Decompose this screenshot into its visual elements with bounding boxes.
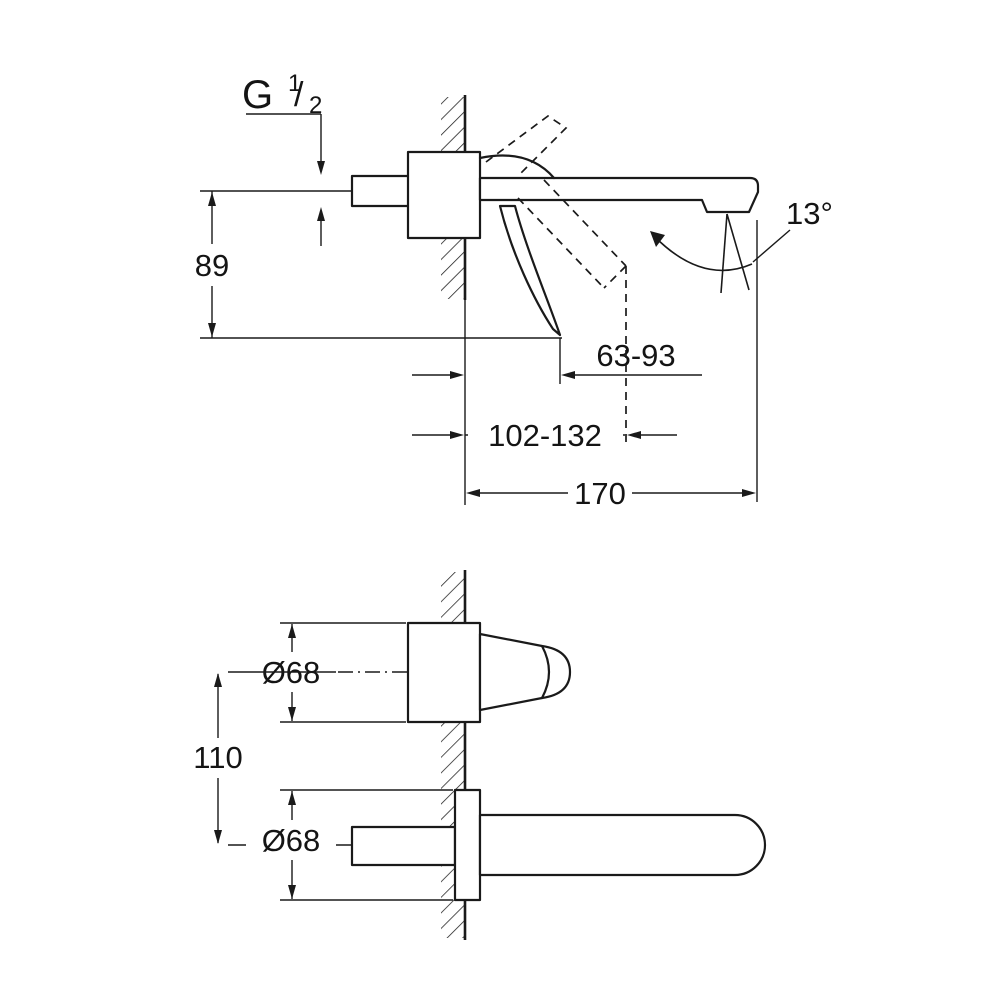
- lever-mid-edge-1: [543, 179, 627, 267]
- arrowhead-up: [317, 207, 325, 221]
- dim-102-132: 102-132: [412, 266, 677, 454]
- handle-escutcheon: [406, 621, 482, 724]
- label-thread-denominator: 2: [309, 92, 322, 119]
- lever-solid: [498, 204, 562, 337]
- arrowhead-left: [466, 489, 480, 497]
- arrowhead-left: [627, 431, 641, 439]
- label-angle-13: 13°: [786, 196, 833, 231]
- pipe-body: [350, 174, 412, 208]
- arc-arrowhead: [650, 231, 665, 247]
- label-bg: [468, 416, 623, 454]
- label-bg: [568, 476, 632, 514]
- arrowhead-down: [288, 707, 296, 721]
- dim-dia-spout: Ø68: [246, 789, 453, 901]
- handle-unit: [338, 621, 572, 724]
- label-thread-slash: /: [294, 76, 304, 114]
- lever-mid-edge-2: [517, 197, 605, 289]
- lever-up-outline: [485, 114, 568, 177]
- lever-dashed: [485, 114, 627, 289]
- label-dim-110: 110: [193, 740, 242, 775]
- handle-dome: [478, 154, 556, 180]
- spout-angle-indicator: [650, 213, 753, 294]
- arrowhead-right: [742, 489, 756, 497]
- arrowhead-down: [208, 323, 216, 337]
- label-bg: [246, 820, 336, 860]
- side-view: G 1 / 2 89 63-93: [186, 70, 833, 514]
- label-bg: [186, 244, 238, 286]
- escutcheon-plate: [406, 150, 482, 240]
- spout-body: [478, 176, 760, 214]
- supply-pipe: [350, 174, 412, 208]
- lever-mid-tip: [603, 265, 627, 289]
- label-thread-g: G: [242, 73, 273, 117]
- plan-view: Ø68 110 Ø68: [190, 570, 767, 940]
- dim-13deg: 13°: [752, 196, 833, 263]
- arrowhead-down: [317, 161, 325, 175]
- label-thread-numerator: 1: [288, 70, 301, 97]
- arrowhead-down: [214, 830, 222, 844]
- stream-line-vertical: [720, 213, 728, 294]
- leader-line: [752, 229, 791, 263]
- stream-line-tilted: [726, 213, 750, 291]
- spout-supply-pipe: [350, 825, 457, 867]
- dim-89: 89: [186, 190, 562, 339]
- label-bg: [190, 738, 246, 778]
- arrowhead-right: [450, 431, 464, 439]
- spout-escutcheon: [453, 788, 482, 902]
- arrowhead-down: [288, 885, 296, 899]
- handle-cap-arc: [540, 644, 551, 700]
- arrowhead-up: [214, 673, 222, 687]
- dim-63-93: 63-93: [412, 338, 702, 384]
- rotation-arc: [654, 236, 753, 272]
- dim-170: 170: [466, 220, 758, 514]
- spout-plan-body: [478, 813, 767, 877]
- label-dim-102-132: 102-132: [488, 418, 602, 453]
- spout-unit: [350, 788, 767, 902]
- handle-cone: [478, 632, 572, 712]
- arrowhead-left: [561, 371, 575, 379]
- arrowhead-up: [288, 624, 296, 638]
- arrowhead-up: [288, 791, 296, 805]
- label-dia-spout: Ø68: [262, 823, 321, 858]
- dim-g-thread: G 1 / 2: [242, 70, 325, 246]
- label-dim-170: 170: [574, 476, 626, 511]
- label-dim-89: 89: [195, 248, 229, 283]
- dim-110: 110: [190, 671, 352, 846]
- arrowhead-right: [450, 371, 464, 379]
- arrowhead-up: [208, 192, 216, 206]
- label-dim-63-93: 63-93: [596, 338, 675, 373]
